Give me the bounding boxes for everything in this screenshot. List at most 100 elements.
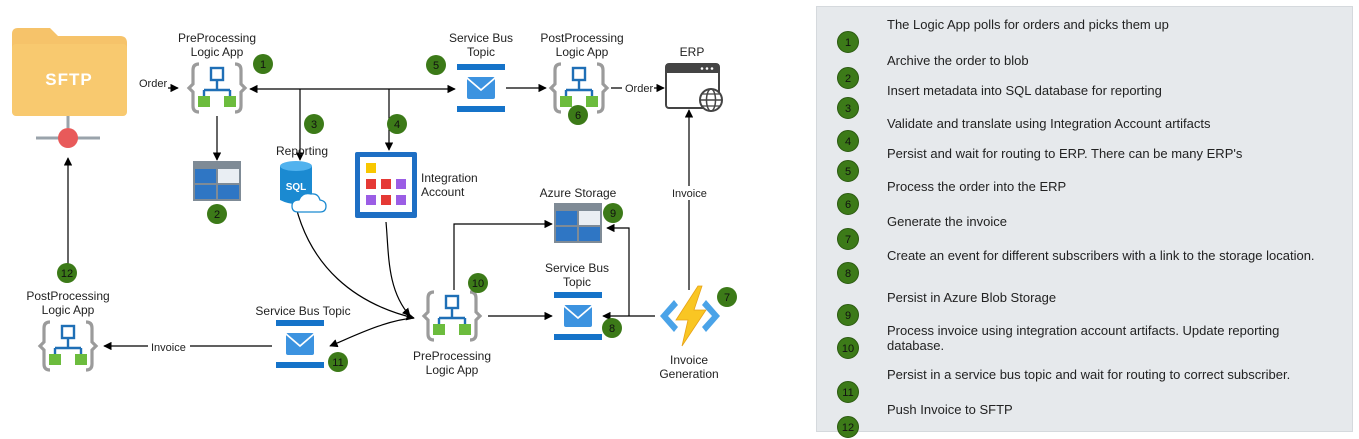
- node-label: Service Bus Topic: [255, 304, 350, 318]
- logic-app-icon: [422, 290, 482, 342]
- node-label-line1: Service Bus: [545, 261, 609, 275]
- svg-text:Invoice: Invoice: [151, 342, 186, 354]
- legend-badge: 1: [837, 31, 859, 53]
- legend-text: Persist in a service bus topic and wait …: [887, 367, 1291, 382]
- edge-integration-to-pre10: [385, 221, 411, 317]
- edge-sql-pre10: [289, 187, 415, 321]
- legend-item: 6 Process the order into the ERP: [817, 179, 1354, 215]
- legend-item: 8 Create an event for different subscrib…: [817, 248, 1354, 284]
- svg-text:Order: Order: [139, 78, 167, 90]
- legend-item: 9 Persist in Azure Blob Storage: [817, 290, 1354, 326]
- preprocessing-logic-app-10[interactable]: PreProcessing Logic App 10: [413, 273, 491, 377]
- legend-badge: 10: [837, 337, 859, 359]
- logic-app-icon: [187, 62, 247, 114]
- node-label-line2: Logic App: [426, 363, 479, 377]
- legend-item: 7 Generate the invoice: [817, 214, 1354, 250]
- edge-label-invoice-left: Invoice: [148, 340, 190, 354]
- node-label-line1: Service Bus: [449, 31, 513, 45]
- step-badge: 10: [472, 278, 484, 290]
- service-bus-topic-11[interactable]: Service Bus Topic 11: [255, 304, 351, 372]
- sftp-node[interactable]: SFTP: [12, 28, 127, 148]
- node-label-line1: PreProcessing: [413, 349, 491, 363]
- legend-text: Validate and translate using Integration…: [887, 116, 1211, 131]
- edge-label-order1: Order: [136, 76, 168, 90]
- service-bus-icon: [456, 63, 506, 113]
- legend-panel: 1 The Logic App polls for orders and pic…: [816, 6, 1354, 438]
- legend-badge: 6: [837, 193, 859, 215]
- legend-badge: 11: [837, 381, 859, 403]
- legend-text: Create an event for different subscriber…: [887, 248, 1315, 263]
- legend-badge: 5: [837, 160, 859, 182]
- step-badge: 11: [332, 357, 343, 369]
- step-badge: 5: [433, 60, 439, 72]
- service-bus-topic-5[interactable]: Service Bus Topic 5: [426, 31, 513, 113]
- edge-pre10-to-storage9: [453, 219, 553, 290]
- storage-icon: [554, 203, 602, 243]
- step-badge: 9: [610, 208, 616, 220]
- legend-badge: 8: [837, 262, 859, 284]
- architecture-diagram: Order Order Invoice Invoice SFTP PreProc…: [12, 28, 737, 381]
- legend-item: 4 Validate and translate using Integrati…: [817, 116, 1354, 152]
- step-badge: 6: [575, 110, 581, 122]
- legend-text: Process invoice using integration accoun…: [887, 323, 1280, 353]
- legend-text: Insert metadata into SQL database for re…: [887, 83, 1162, 98]
- legend-text: Persist in Azure Blob Storage: [887, 290, 1057, 305]
- node-label-line2: Topic: [467, 45, 495, 59]
- step-badge: 1: [260, 59, 266, 71]
- erp-node[interactable]: ERP: [665, 45, 723, 112]
- edge-pre10-to-bus11: [329, 317, 415, 348]
- node-label: ERP: [680, 45, 705, 59]
- legend-badge: 9: [837, 304, 859, 326]
- node-label-line2: Logic App: [556, 45, 609, 59]
- service-bus-topic-8[interactable]: Service Bus Topic 8: [545, 261, 622, 341]
- edge-func7-to-storage9: [606, 223, 630, 316]
- legend-text: Generate the invoice: [887, 214, 1007, 229]
- azure-storage-9[interactable]: Azure Storage 9: [540, 186, 623, 243]
- archive-blob-2[interactable]: 2: [193, 161, 241, 224]
- step-badge: 2: [214, 209, 220, 221]
- node-label: Azure Storage: [540, 186, 617, 200]
- step-badge: 8: [609, 323, 615, 335]
- invoice-generation-function-7[interactable]: Invoice Generation 7: [659, 285, 737, 381]
- node-label-line1: Integration: [421, 171, 478, 185]
- step-badge: 4: [394, 119, 400, 131]
- legend-badge: 7: [837, 228, 859, 250]
- postprocessing-logic-app-12[interactable]: 12 PostProcessing Logic App: [26, 263, 110, 372]
- svg-text:SQL: SQL: [286, 182, 307, 193]
- edge-label-invoice-up: Invoice: [670, 186, 710, 200]
- legend-text: Process the order into the ERP: [887, 179, 1067, 194]
- node-label-line2: Generation: [659, 367, 718, 381]
- legend-text: Persist and wait for routing to ERP. The…: [887, 146, 1243, 161]
- legend-text: Push Invoice to SFTP: [887, 402, 1013, 417]
- service-bus-icon: [275, 319, 325, 369]
- postprocessing-logic-app-6[interactable]: PostProcessing Logic App 6: [540, 31, 624, 125]
- node-label: Reporting: [276, 144, 328, 158]
- integration-account-4[interactable]: Integration Account 4: [355, 114, 478, 218]
- step-badge: 3: [311, 119, 317, 131]
- legend-badge: 12: [837, 416, 859, 438]
- legend-item: 5 Persist and wait for routing to ERP. T…: [817, 146, 1354, 182]
- svg-text:Invoice: Invoice: [672, 188, 707, 200]
- legend-item: 1 The Logic App polls for orders and pic…: [817, 17, 1354, 53]
- legend-item: 10 Process invoice using integration acc…: [817, 323, 1354, 359]
- sftp-label: SFTP: [45, 70, 92, 89]
- preprocessing-logic-app-1[interactable]: PreProcessing Logic App 1: [178, 31, 273, 114]
- step-badge: 12: [61, 268, 73, 280]
- svg-text:Order: Order: [625, 83, 653, 95]
- node-label-line1: PostProcessing: [540, 31, 623, 45]
- node-label-line1: PostProcessing: [26, 289, 109, 303]
- legend-item: 2 Archive the order to blob: [817, 53, 1354, 89]
- reporting-sql-3[interactable]: Reporting SQL 3: [276, 114, 328, 213]
- step-badge: 7: [724, 292, 730, 304]
- node-label-line2: Topic: [563, 275, 591, 289]
- node-label-line1: PreProcessing: [178, 31, 256, 45]
- legend-text: The Logic App polls for orders and picks…: [887, 17, 1169, 32]
- node-label-line2: Logic App: [191, 45, 244, 59]
- sql-database-icon: [280, 161, 327, 213]
- node-label-line2: Account: [421, 185, 465, 199]
- legend-badge: 2: [837, 67, 859, 89]
- legend-text: Archive the order to blob: [887, 53, 1029, 68]
- integration-account-icon: [355, 152, 417, 218]
- service-bus-icon: [553, 291, 603, 341]
- legend-badge: 4: [837, 130, 859, 152]
